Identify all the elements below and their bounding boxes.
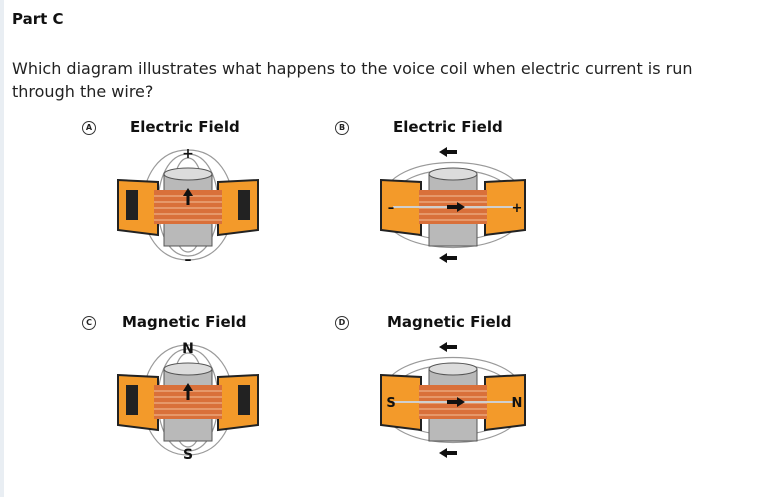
option-c-radio[interactable]: C — [82, 316, 96, 330]
question-text: Which diagram illustrates what happens t… — [12, 59, 693, 101]
option-d-radio[interactable]: D — [335, 316, 349, 330]
bottom-label: S — [183, 447, 193, 463]
option-c[interactable]: C Magnetic Field N — [80, 313, 300, 478]
top-label: + — [182, 146, 194, 162]
right-label: + — [512, 201, 523, 216]
arrow-up-icon — [183, 188, 193, 196]
top-label: N — [182, 341, 194, 357]
option-d-title: Magnetic Field — [387, 313, 512, 331]
arrow-right-icon — [457, 202, 465, 212]
option-a[interactable]: A Electric Field + — [80, 118, 300, 283]
arrow-up-icon — [183, 383, 193, 391]
option-a-radio[interactable]: A — [82, 121, 96, 135]
magnet-left — [117, 178, 159, 237]
left-label: – — [388, 201, 395, 216]
option-d-diagram: S N — [380, 342, 526, 458]
left-border — [0, 0, 4, 497]
left-label: S — [386, 396, 395, 411]
option-b-title: Electric Field — [393, 118, 503, 136]
part-title: Part C — [12, 10, 64, 28]
option-a-diagram: + – — [117, 146, 259, 268]
option-b-radio[interactable]: B — [335, 121, 349, 135]
magnet-left — [117, 373, 159, 432]
option-b-diagram: – + — [380, 147, 526, 263]
bottom-label: – — [185, 252, 192, 268]
magnet-right — [217, 373, 259, 432]
arrow-left-icon — [439, 253, 447, 263]
right-label: N — [512, 396, 523, 411]
option-b[interactable]: B Electric Field – — [333, 118, 553, 283]
magnet-right — [217, 178, 259, 237]
arrow-left-icon — [439, 448, 447, 458]
option-d[interactable]: D Magnetic Field S — [333, 313, 553, 478]
option-c-title: Magnetic Field — [122, 313, 247, 331]
option-a-title: Electric Field — [130, 118, 240, 136]
arrow-left-icon — [439, 147, 447, 157]
arrow-left-icon — [439, 342, 447, 352]
arrow-right-icon — [457, 397, 465, 407]
option-c-diagram: N S — [117, 341, 259, 463]
